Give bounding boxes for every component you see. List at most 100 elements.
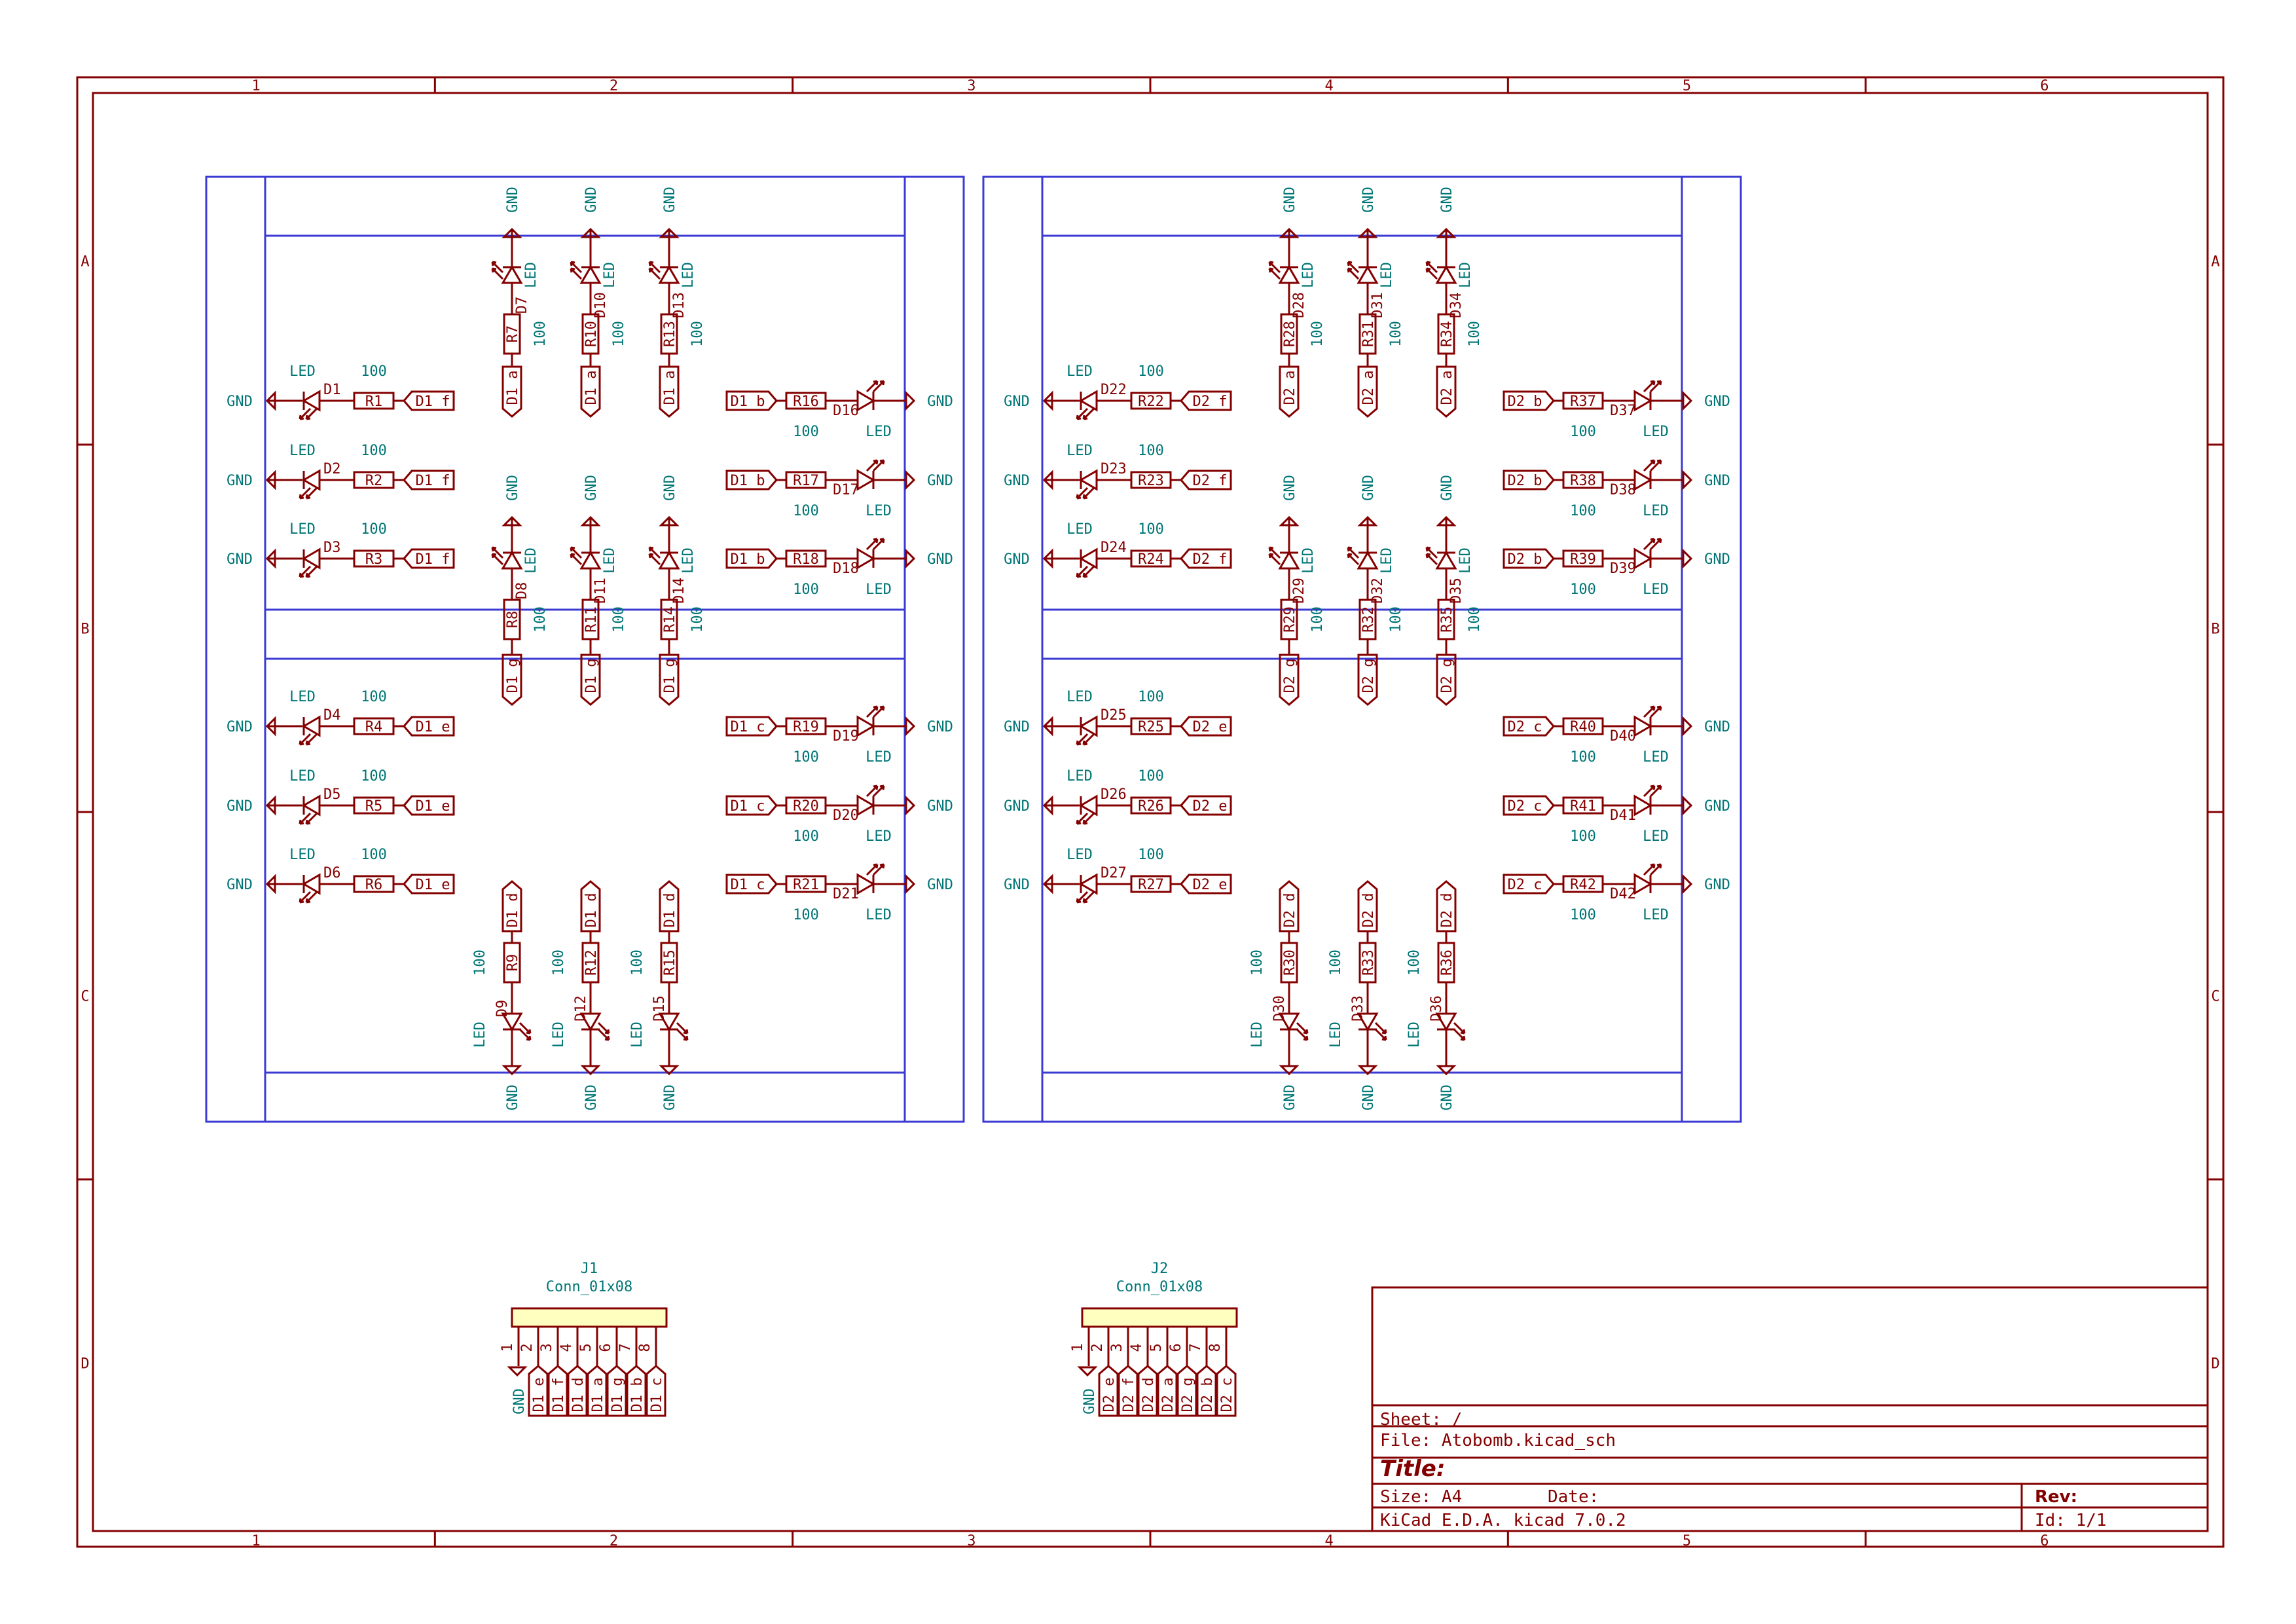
resistor-ref: R7 <box>505 325 521 343</box>
net-label-shape <box>1503 795 1555 816</box>
resistor-ref: R17 <box>793 473 819 489</box>
led-symbol <box>1278 551 1300 570</box>
connector-pin-number: 5 <box>1148 1343 1165 1352</box>
resistor-ref: R11 <box>583 606 600 633</box>
led-emission-arrows <box>1643 459 1662 472</box>
led-ref: D17 <box>833 482 859 498</box>
resistor-value: 100 <box>361 521 387 538</box>
led-emission-arrows <box>1268 546 1281 566</box>
net-label-shape <box>659 654 680 706</box>
gnd-label: GND <box>927 719 953 735</box>
led-ref: D18 <box>833 561 859 577</box>
led-emission-arrows <box>1643 705 1662 718</box>
led-emission-arrows <box>1076 407 1095 420</box>
net-label-shape <box>659 365 680 418</box>
connector-ref: J1 <box>581 1261 598 1277</box>
net-label: D1_g <box>662 659 678 693</box>
led-emission-arrows <box>866 380 885 393</box>
frame-row-label: D <box>2211 1356 2219 1373</box>
led-value: LED <box>866 907 892 923</box>
resistor-value: 100 <box>1388 321 1404 347</box>
led-value: LED <box>289 363 316 380</box>
led-value: LED <box>289 521 316 538</box>
resistor-value: 100 <box>532 321 549 347</box>
resistor-value: 100 <box>1406 950 1423 976</box>
net-label: D1_e <box>416 798 450 815</box>
net-label: D1_g <box>610 1378 626 1412</box>
frame-row-label: A <box>81 254 89 270</box>
led-symbol <box>1079 469 1098 491</box>
led-value: LED <box>289 443 316 459</box>
led-ref: D7 <box>514 297 530 314</box>
resistor-ref: R37 <box>1570 394 1596 410</box>
gnd-power-symbol <box>1357 1065 1378 1076</box>
connector-pin-number: 8 <box>1207 1343 1224 1352</box>
net-label: D2_c <box>1508 798 1542 815</box>
led-ref: D27 <box>1101 865 1127 881</box>
led-value: LED <box>1300 547 1317 574</box>
frame-column-label: 2 <box>610 78 618 94</box>
connector-pin-number: 2 <box>1089 1343 1106 1352</box>
resistor-ref: R18 <box>793 551 819 568</box>
net-label-shape <box>1503 470 1555 490</box>
net-label: D1_a <box>662 371 678 405</box>
gnd-label: GND <box>1282 1084 1298 1111</box>
net-label-shape <box>403 716 455 737</box>
digit-outline <box>205 175 965 1123</box>
led-value: LED <box>866 503 892 519</box>
led-emission-arrows <box>597 1022 610 1041</box>
gnd-label: GND <box>1704 798 1730 815</box>
net-label: D2_d <box>1282 893 1298 928</box>
connector-body <box>1081 1307 1238 1328</box>
connector-pin-number: 3 <box>539 1343 555 1352</box>
frame-column-label: 4 <box>1325 78 1334 94</box>
frame-row-label: A <box>2211 254 2219 270</box>
led-symbol <box>1357 551 1379 570</box>
led-value: LED <box>1457 547 1474 574</box>
net-label-shape <box>580 365 601 418</box>
led-ref: D33 <box>1350 995 1366 1022</box>
led-emission-arrows <box>519 1022 532 1041</box>
frame-column-label: 1 <box>252 78 261 94</box>
connector-pin-number: 6 <box>1168 1343 1184 1352</box>
led-value: LED <box>1300 262 1317 288</box>
resistor-value: 100 <box>361 689 387 705</box>
tool-label: KiCad E.D.A. kicad 7.0.2 <box>1380 1511 1626 1530</box>
gnd-power-symbol <box>659 1065 680 1076</box>
gnd-label: GND <box>662 475 678 501</box>
resistor-value: 100 <box>1467 321 1483 347</box>
connector-pin-number: 3 <box>1109 1343 1125 1352</box>
gnd-label: GND <box>227 798 253 815</box>
resistor-ref: R39 <box>1570 551 1596 568</box>
led-value: LED <box>1379 262 1395 288</box>
net-label-shape <box>1180 390 1232 411</box>
led-value: LED <box>1066 689 1093 705</box>
net-label-shape <box>1503 548 1555 569</box>
gnd-power-symbol <box>1279 1065 1300 1076</box>
gnd-label: GND <box>505 475 521 501</box>
led-symbol <box>579 1012 602 1031</box>
led-ref: D16 <box>833 403 859 419</box>
gnd-label: GND <box>662 187 678 213</box>
led-ref: D1 <box>323 382 341 398</box>
net-label: D1_c <box>731 719 765 735</box>
frame-row-label: D <box>81 1356 89 1373</box>
led-ref: D3 <box>323 540 341 556</box>
resistor-ref: R10 <box>583 321 600 347</box>
led-value: LED <box>1643 424 1669 440</box>
led-ref: D22 <box>1101 382 1127 398</box>
resistor-ref: R31 <box>1360 321 1377 347</box>
connector-pin-number: 4 <box>558 1343 575 1352</box>
resistor-ref: R2 <box>365 473 383 489</box>
resistor-value: 100 <box>793 749 819 766</box>
led-ref: D30 <box>1271 995 1288 1022</box>
